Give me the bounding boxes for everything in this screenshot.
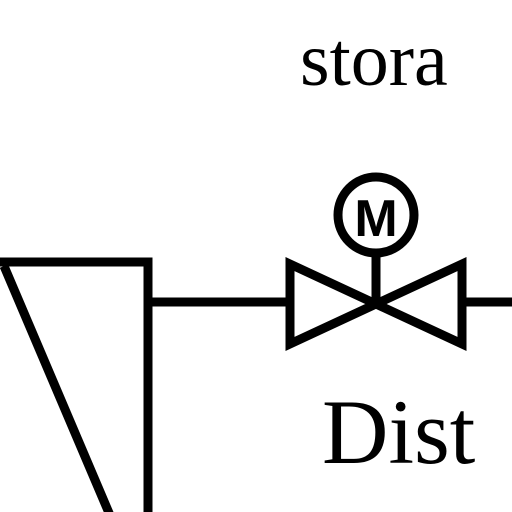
valve-left-triangle — [285, 256, 387, 352]
motor-actuator-circle — [333, 172, 419, 258]
heat-exchanger-body — [0, 257, 153, 512]
motorized-valve: M — [285, 172, 467, 352]
valve-right-triangle — [365, 256, 467, 352]
motor-actuator-letter: M — [354, 190, 397, 248]
distribution-label: Dist — [322, 381, 476, 483]
storage-label: stora — [300, 18, 448, 102]
heat-exchanger-symbol — [0, 257, 153, 512]
heat-exchanger-diagonal — [0, 264, 114, 512]
